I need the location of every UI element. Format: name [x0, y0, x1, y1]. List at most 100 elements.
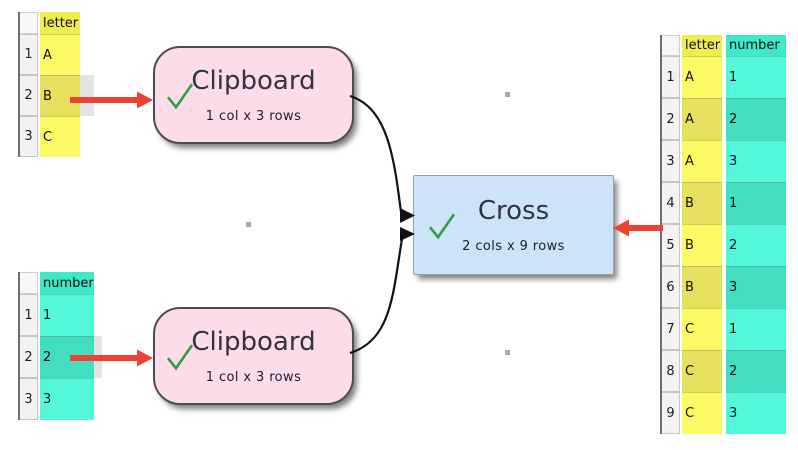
column-gap	[722, 308, 726, 350]
number-input-table: number 1 1 2 2 3 3	[18, 272, 102, 420]
column-header: letter	[682, 35, 722, 56]
column-gap	[722, 98, 726, 140]
letter-cell: A	[682, 140, 722, 182]
number-cell: 1	[726, 182, 786, 224]
grid-dot	[505, 92, 510, 97]
row-rest	[80, 116, 94, 157]
node-clipboard-1[interactable]: Clipboard 1 col x 3 rows	[153, 46, 354, 144]
node-title: Clipboard	[191, 327, 316, 357]
column-header: number	[726, 35, 786, 56]
letter-cell: B	[682, 182, 722, 224]
column-gap	[680, 224, 682, 266]
column-gap	[38, 336, 40, 378]
red-arrowhead-icon	[137, 349, 153, 367]
number-cell: 3	[726, 140, 786, 182]
connector-clipboard2-to-cross[interactable]	[349, 238, 404, 355]
column-gap	[722, 140, 726, 182]
row-number-cell: 2	[20, 75, 38, 116]
row-number-cell: 1	[20, 294, 38, 336]
row-rest	[94, 294, 102, 336]
checkmark-icon	[428, 213, 456, 240]
row-number-cell: 7	[662, 308, 680, 350]
column-gap	[722, 350, 726, 392]
column-gap	[680, 98, 682, 140]
row-rest-selected	[80, 75, 94, 116]
letter-cell: A	[682, 56, 722, 98]
node-clipboard-2[interactable]: Clipboard 1 col x 3 rows	[153, 307, 354, 405]
letter-cell: C	[682, 392, 722, 434]
number-cell: 2	[726, 350, 786, 392]
row-number-cell: 3	[662, 140, 680, 182]
node-cross[interactable]: Cross 2 cols x 9 rows	[413, 175, 614, 275]
row-number-cell: 8	[662, 350, 680, 392]
red-arrowhead-icon	[137, 91, 153, 109]
number-cell: 3	[40, 378, 94, 420]
row-number-cell: 1	[662, 56, 680, 98]
column-gap	[722, 266, 726, 308]
row-rest	[94, 272, 102, 294]
row-number-cell: 6	[662, 266, 680, 308]
letter-cell: B	[40, 75, 80, 116]
number-cell: 3	[726, 392, 786, 434]
column-gap	[722, 224, 726, 266]
checkmark-icon	[166, 83, 194, 110]
column-gap	[38, 34, 40, 75]
node-subtitle: 2 cols x 9 rows	[462, 239, 565, 254]
number-cell: 2	[726, 98, 786, 140]
row-number-cell: 9	[662, 392, 680, 434]
result-table: letter number 1 A 1 2 A 2 3 A 3 4 B 1 5 …	[660, 35, 786, 434]
row-number-cell: 3	[20, 116, 38, 157]
number-cell: 1	[726, 56, 786, 98]
column-gap	[38, 272, 40, 294]
row-number-cell: 4	[662, 182, 680, 224]
column-gap	[722, 182, 726, 224]
letter-cell: A	[40, 34, 80, 75]
grid-dot	[505, 350, 510, 355]
number-cell: 2	[40, 336, 94, 378]
column-gap	[38, 75, 40, 116]
column-gap	[680, 56, 682, 98]
letter-cell: B	[682, 266, 722, 308]
row-number-cell: 1	[20, 34, 38, 75]
row-number-cell: 5	[662, 224, 680, 266]
number-cell: 3	[726, 266, 786, 308]
column-gap	[722, 56, 726, 98]
letter-cell: C	[40, 116, 80, 157]
column-gap	[680, 392, 682, 434]
checkmark-icon	[166, 344, 194, 371]
column-gap	[680, 308, 682, 350]
connector-clipboard1-to-cross[interactable]	[349, 94, 403, 213]
row-number-cell: 3	[20, 378, 38, 420]
column-gap	[722, 392, 726, 434]
number-cell: 2	[726, 224, 786, 266]
letter-cell: B	[682, 224, 722, 266]
row-rest	[94, 378, 102, 420]
column-gap	[38, 378, 40, 420]
column-gap	[38, 294, 40, 336]
column-gap	[680, 266, 682, 308]
letter-cell: C	[682, 308, 722, 350]
row-rest-selected	[94, 336, 102, 378]
letter-cell: C	[682, 350, 722, 392]
number-cell: 1	[726, 308, 786, 350]
row-rest	[80, 12, 94, 34]
row-number-cell: 2	[662, 98, 680, 140]
column-gap	[722, 35, 726, 56]
column-gap	[38, 12, 40, 34]
column-gap	[680, 140, 682, 182]
column-gap	[38, 116, 40, 157]
column-header: letter	[40, 12, 80, 34]
grid-dot	[246, 222, 251, 227]
red-arrowhead-icon	[613, 219, 629, 237]
letter-input-table: letter 1 A 2 B 3 C	[18, 12, 94, 157]
node-title: Cross	[477, 196, 550, 226]
letter-cell: A	[682, 98, 722, 140]
column-gap	[680, 350, 682, 392]
column-header: number	[40, 272, 94, 294]
corner-cell	[20, 12, 38, 34]
row-number-cell: 2	[20, 336, 38, 378]
number-cell: 1	[40, 294, 94, 336]
column-gap	[680, 35, 682, 56]
column-gap	[680, 182, 682, 224]
